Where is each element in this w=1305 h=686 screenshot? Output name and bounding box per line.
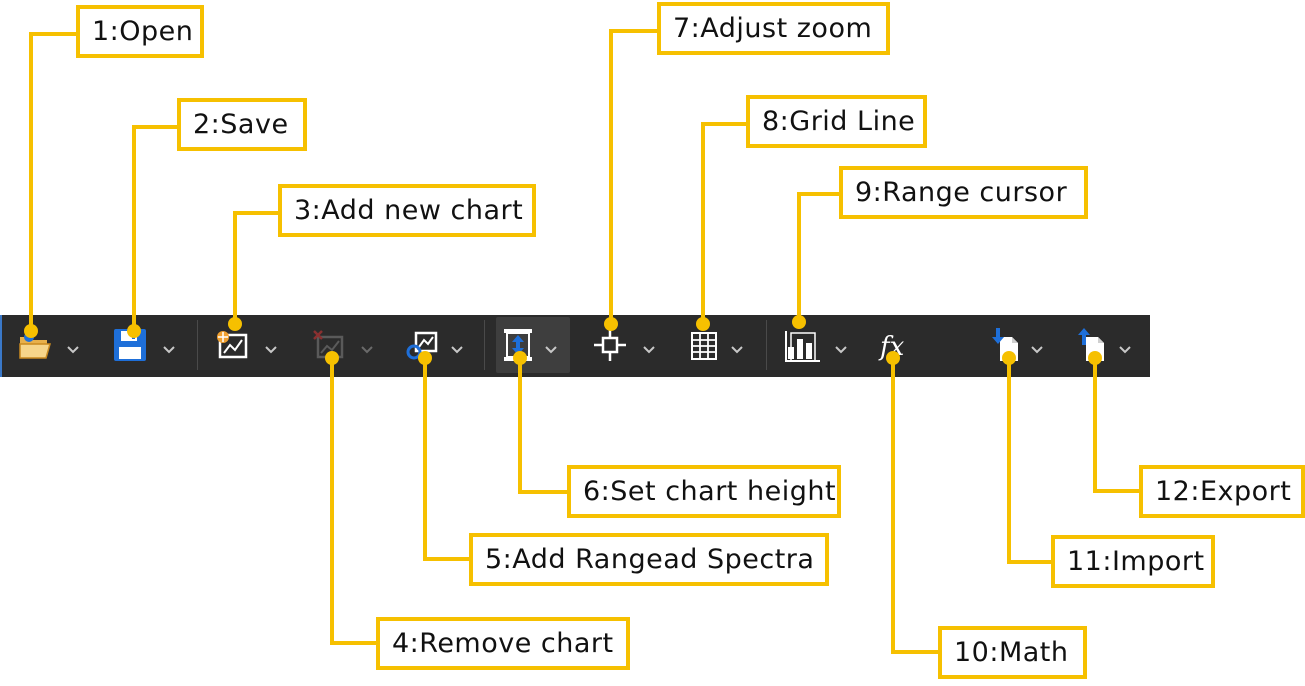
chevron-down-icon — [265, 346, 277, 354]
callout-remove-chart: 4:Remove chart — [376, 617, 630, 670]
import-file-icon — [992, 328, 1018, 361]
function-fx-icon: fx — [878, 332, 905, 362]
export-button[interactable] — [1068, 317, 1140, 373]
callout-set-chart-height: 6:Set chart height — [567, 465, 841, 518]
callout-add-new-chart: 3:Add new chart — [278, 184, 536, 237]
chevron-down-icon — [643, 346, 655, 354]
range-spectra-icon — [406, 331, 438, 360]
open-folder-icon — [19, 332, 51, 359]
callout-add-range-spectra: 5:Add Rangead Spectra — [469, 533, 829, 586]
bar-chart-icon — [785, 331, 820, 362]
import-button[interactable] — [982, 317, 1050, 373]
callout-save: 2:Save — [177, 98, 307, 151]
chevron-down-icon — [451, 346, 463, 354]
zoom-crosshair-icon — [594, 329, 626, 361]
adjust-zoom-button[interactable] — [588, 317, 668, 373]
callout-math: 10:Math — [938, 626, 1087, 679]
chevron-down-icon — [163, 346, 175, 354]
add-chart-button[interactable] — [206, 317, 286, 373]
range-cursor-button[interactable] — [778, 317, 858, 373]
toolbar-separator — [197, 320, 198, 370]
remove-chart-button[interactable] — [302, 317, 382, 373]
save-button[interactable] — [104, 317, 184, 373]
toolbar-separator — [766, 320, 767, 370]
add-chart-icon — [217, 331, 248, 359]
grid-line-button[interactable] — [682, 317, 762, 373]
toolbar-separator — [484, 320, 485, 370]
chevron-down-icon — [731, 346, 743, 354]
chart-toolbar — [0, 315, 1150, 377]
callout-import: 11:Import — [1051, 535, 1215, 588]
chevron-down-icon — [67, 346, 79, 354]
floppy-disk-icon — [114, 329, 146, 361]
chevron-down-icon — [361, 346, 373, 354]
chart-height-button[interactable] — [496, 317, 570, 373]
toolbar-focus-edge — [0, 315, 2, 377]
callout-grid-line: 8:Grid Line — [746, 95, 927, 148]
callout-adjust-zoom: 7:Adjust zoom — [657, 2, 890, 55]
vertical-resize-icon — [504, 329, 532, 361]
remove-chart-icon — [313, 330, 344, 359]
open-button[interactable] — [10, 317, 90, 373]
grid-icon — [691, 332, 717, 360]
chevron-down-icon — [1031, 346, 1043, 354]
chevron-down-icon — [545, 346, 557, 354]
callout-range-cursor: 9:Range cursor — [839, 166, 1088, 219]
export-file-icon — [1078, 328, 1104, 361]
callout-open: 1:Open — [76, 5, 204, 58]
add-range-spectra-button[interactable] — [398, 317, 478, 373]
callout-export: 12:Export — [1139, 465, 1305, 518]
math-button[interactable]: fx — [874, 317, 922, 373]
svg-text:fx: fx — [878, 332, 905, 362]
chevron-down-icon — [835, 346, 847, 354]
chevron-down-icon — [1119, 346, 1131, 354]
